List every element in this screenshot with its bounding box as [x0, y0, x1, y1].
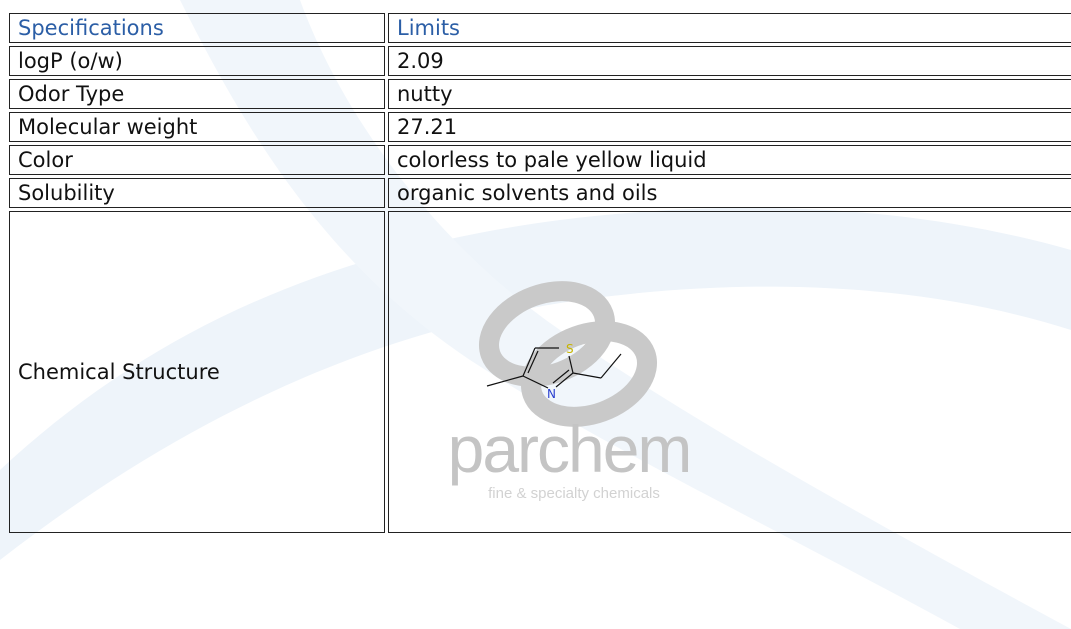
watermark-tagline: fine & specialty chemicals [488, 485, 660, 502]
nitrogen-atom-label: N [547, 387, 556, 401]
header-specifications: Specifications [9, 13, 385, 43]
row-label: Molecular weight [9, 112, 385, 142]
row-label: Odor Type [9, 79, 385, 109]
table-row: Color colorless to pale yellow liquid [9, 145, 1071, 175]
row-label: logP (o/w) [9, 46, 385, 76]
row-value: 2.09 [388, 46, 1071, 76]
row-value: 27.21 [388, 112, 1071, 142]
chemical-structure-label: Chemical Structure [9, 211, 385, 533]
parchem-watermark-logo: parchem fine & specialty chemicals [448, 281, 692, 502]
row-value: colorless to pale yellow liquid [388, 145, 1071, 175]
table-row: Odor Type nutty [9, 79, 1071, 109]
specifications-table: Specifications Limits logP (o/w) 2.09 Od… [6, 10, 1071, 536]
header-limits: Limits [388, 13, 1071, 43]
table-row: Solubility organic solvents and oils [9, 178, 1071, 208]
table-row: logP (o/w) 2.09 [9, 46, 1071, 76]
chemical-structure-cell: parchem fine & specialty chemicals [388, 211, 1071, 533]
row-label: Color [9, 145, 385, 175]
row-value: organic solvents and oils [388, 178, 1071, 208]
row-label: Solubility [9, 178, 385, 208]
molecule-structure-diagram: S N [486, 342, 622, 401]
sulfur-atom-label: S [566, 342, 574, 356]
row-value: nutty [388, 79, 1071, 109]
table-header-row: Specifications Limits [9, 13, 1071, 43]
chemical-structure-row: Chemical Structure parchem fine & specia… [9, 211, 1071, 533]
table-row: Molecular weight 27.21 [9, 112, 1071, 142]
watermark-brand: parchem [448, 412, 691, 486]
